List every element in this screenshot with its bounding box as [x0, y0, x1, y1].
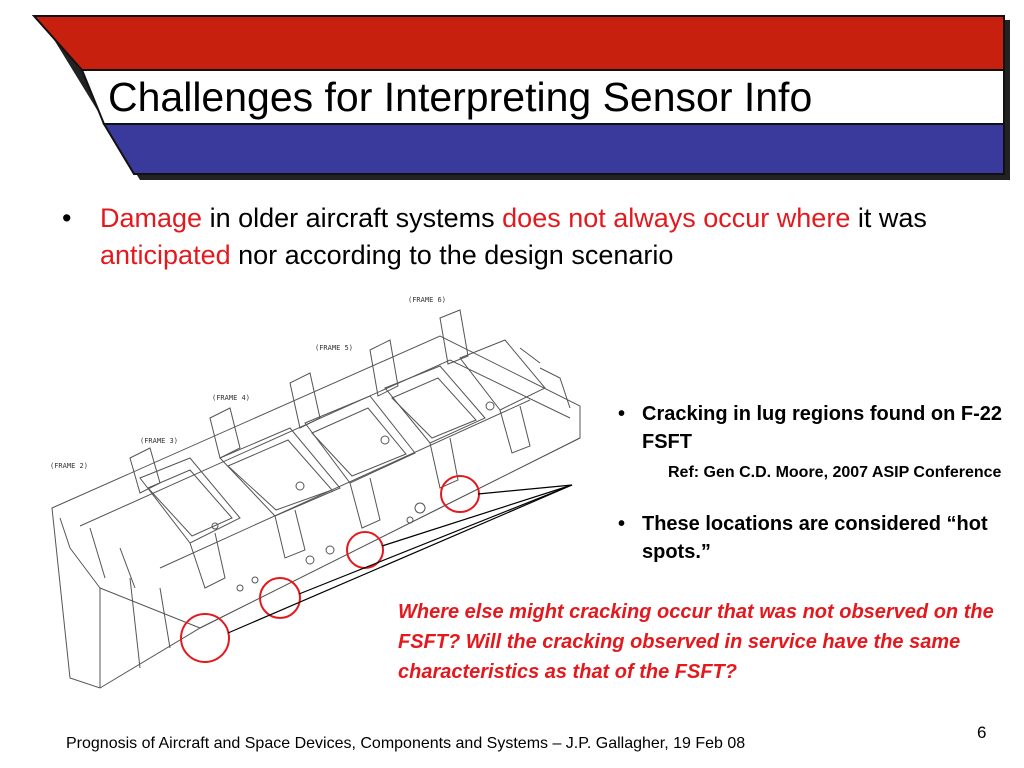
banner-red-stripe: [31, 15, 1005, 71]
side-bullet-text: These locations are considered “hot spot…: [642, 513, 988, 563]
pointer-line: [298, 484, 573, 595]
pointer-line: [227, 484, 573, 634]
bullet-part-damage: Damage: [100, 203, 203, 233]
page-number: 6: [977, 723, 987, 742]
frame-label: (FRAME 3): [140, 437, 178, 445]
frame-label: (FRAME 6): [408, 296, 446, 304]
hot-spot-circle: [440, 475, 480, 513]
side-bullet-text: Cracking in lug regions found on F-22 FS…: [642, 403, 1003, 453]
hot-spot-circle: [259, 577, 301, 619]
frame-label: (FRAME 2): [50, 462, 88, 470]
bullet-part: nor according to the design scenario: [230, 240, 674, 270]
reference-text: Ref: Gen C.D. Moore, 2007 ASIP Conferenc…: [668, 464, 1002, 481]
bullet-part: in older aircraft systems: [202, 203, 503, 233]
banner-blue-stripe: [102, 123, 1005, 175]
question-text: Where else might cracking occur that was…: [398, 601, 994, 683]
hot-spot-circle: [180, 613, 230, 663]
title-banner: [31, 15, 1010, 180]
frame-label: (FRAME 4): [212, 394, 250, 402]
pointer-line: [477, 484, 573, 495]
bullet-marker: •: [62, 203, 72, 233]
frame-label: (FRAME 5): [315, 344, 353, 352]
footer-text: Prognosis of Aircraft and Space Devices,…: [66, 735, 746, 752]
bullet-part: it was: [850, 203, 927, 233]
bullet-marker: •: [618, 513, 626, 535]
pointer-line: [381, 484, 573, 547]
bullet-marker: •: [618, 403, 626, 425]
airframe-diagram: (FRAME 6) (FRAME 5) (FRAME 4) (FRAME 3) …: [50, 296, 581, 689]
bullet-part-anticipated: anticipated: [100, 240, 231, 270]
bullet-part-location: does not always occur where: [502, 203, 851, 233]
main-bullet-text: Damage in older aircraft systems does no…: [100, 200, 960, 274]
slide-title: Challenges for Interpreting Sensor Info: [108, 74, 813, 120]
